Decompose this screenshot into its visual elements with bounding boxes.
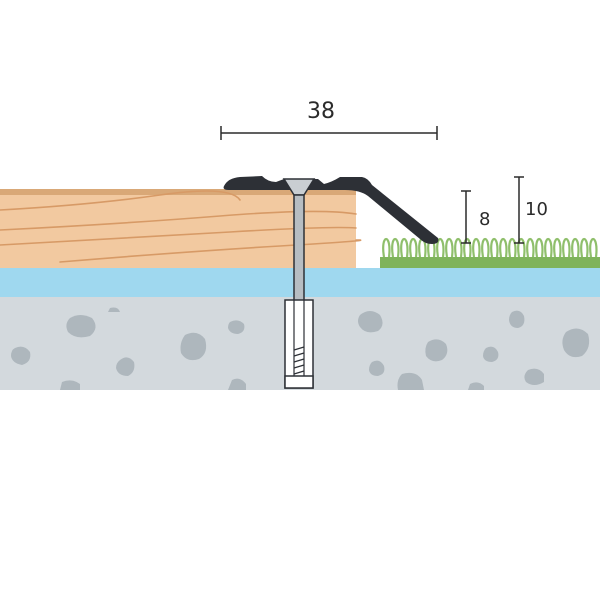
- carpet-loop: [562, 237, 571, 258]
- transition-profile-icon: [223, 176, 439, 244]
- carpet-loop: [517, 237, 526, 258]
- carpet-loop: [526, 237, 535, 258]
- carpet-base: [380, 257, 600, 268]
- carpet-loop: [391, 237, 400, 258]
- carpet-loop: [472, 237, 481, 258]
- carpet-loop: [481, 237, 490, 258]
- width-dimension-label: 38: [307, 99, 335, 124]
- carpet-loop: [400, 237, 409, 258]
- carpet-loop: [454, 237, 463, 258]
- dowel-icon: [284, 299, 314, 389]
- carpet-height-dimension-line: [461, 190, 471, 244]
- carpet-loop: [490, 237, 499, 258]
- carpet-loop: [382, 237, 391, 258]
- carpet-loop: [508, 237, 517, 258]
- profile-height-dimension-line: [514, 176, 524, 244]
- profile-height-dimension-label: 10: [525, 199, 548, 220]
- carpet-loop: [463, 237, 472, 258]
- carpet-pile: [382, 237, 598, 258]
- carpet-loop: [436, 237, 445, 258]
- carpet-loop: [535, 237, 544, 258]
- carpet-loop: [589, 237, 598, 258]
- carpet-loop: [544, 237, 553, 258]
- carpet-loop: [580, 237, 589, 258]
- wood-grain: [0, 190, 362, 263]
- concrete-stones: [11, 307, 590, 390]
- width-dimension-line: [220, 126, 438, 140]
- carpet-loop: [571, 237, 580, 258]
- carpet-loop: [409, 237, 418, 258]
- carpet-loop: [499, 237, 508, 258]
- screw-icon: [282, 178, 316, 386]
- carpet-height-dimension-label: 8: [479, 209, 490, 230]
- carpet-loop: [553, 237, 562, 258]
- carpet-loop: [445, 237, 454, 258]
